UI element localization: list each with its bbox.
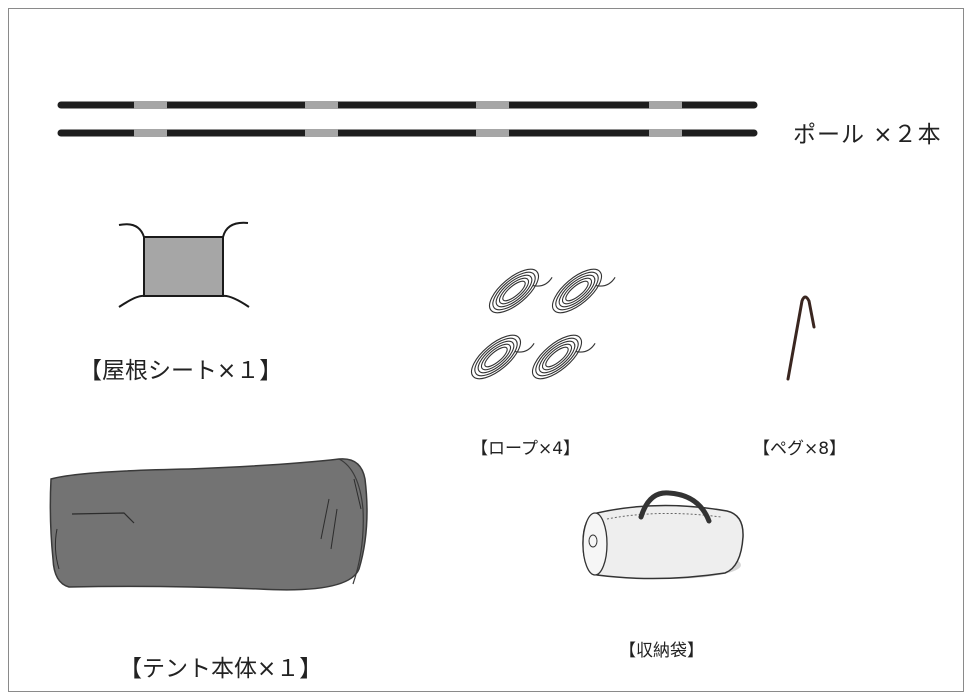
storage-bag-label: 【収納袋】 xyxy=(619,641,704,661)
rope-coil-1 xyxy=(488,268,553,314)
rope-coil-4 xyxy=(531,334,596,380)
ropes-label: 【ロープ×4】 xyxy=(471,439,581,459)
illustration-canvas xyxy=(49,101,816,591)
ropes-illustration xyxy=(470,268,616,380)
rope-coil-3 xyxy=(470,334,535,380)
figure-frame: ポール ×２本 【屋根シート×１】 【ロープ×4】 【ペグ×8】 【テント本体×… xyxy=(8,8,964,692)
rope-coil-2 xyxy=(551,268,616,314)
tent-poles xyxy=(57,101,758,137)
pegs-label: 【ペグ×8】 xyxy=(753,439,847,459)
tent-body-label: 【テント本体×１】 xyxy=(119,656,323,682)
poles-label: ポール ×２本 xyxy=(793,122,942,148)
roof-sheet-illustration xyxy=(118,221,250,308)
tent-body-illustration xyxy=(49,458,368,591)
storage-bag-illustration xyxy=(582,490,744,580)
pole-joints xyxy=(134,101,682,137)
peg-illustration xyxy=(786,295,816,381)
roof-sheet-label: 【屋根シート×１】 xyxy=(79,358,283,384)
